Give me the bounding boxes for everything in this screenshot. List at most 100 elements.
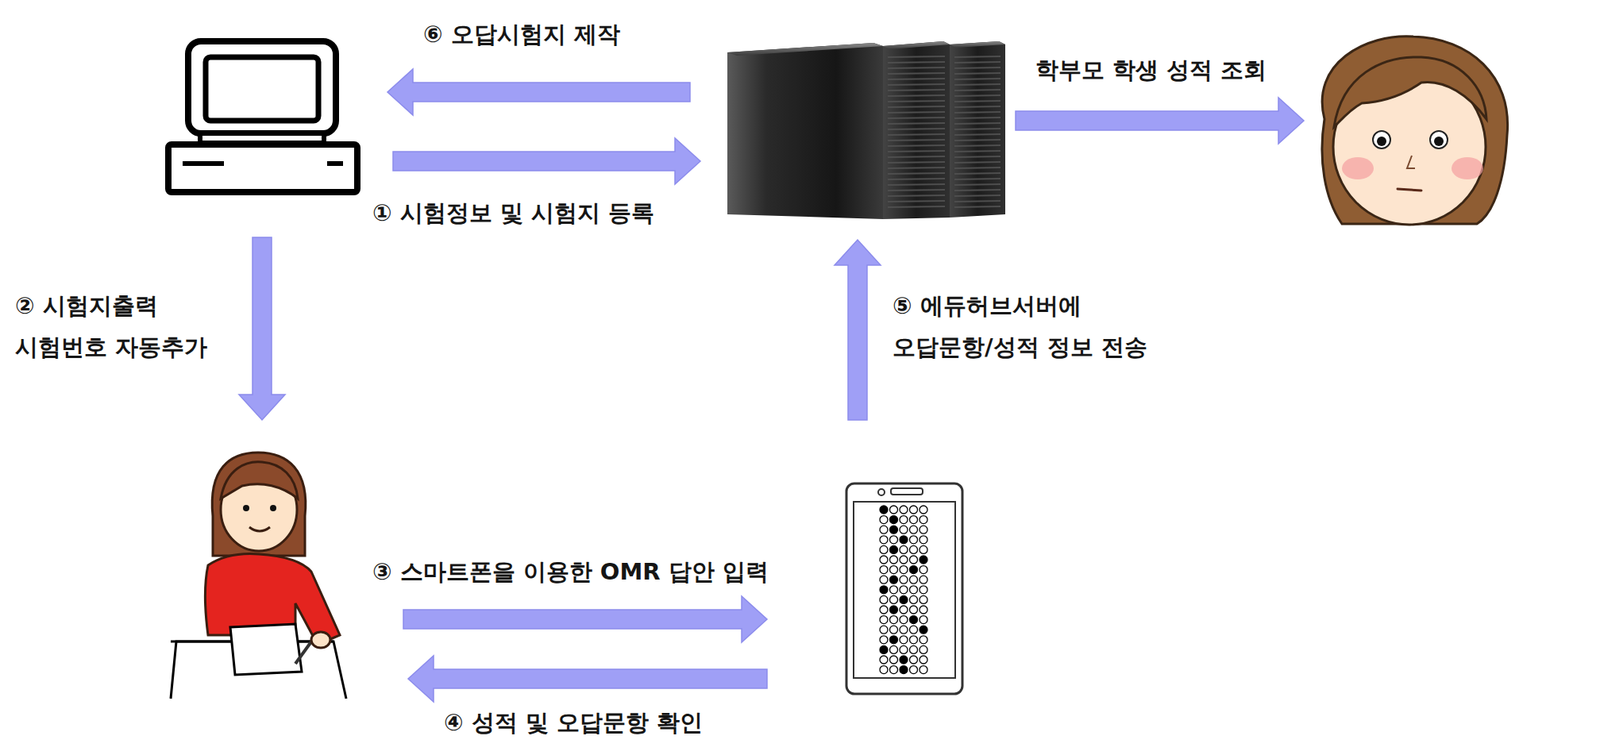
server-vents-part xyxy=(954,184,1001,186)
arrow-label: ⑤ 에듀허브서버에 오답문항/성적 정보 전송 xyxy=(892,285,1163,368)
omr-grid-part xyxy=(879,636,888,644)
student-figure xyxy=(170,452,347,699)
server-vents-part xyxy=(887,200,945,202)
server-vents-part xyxy=(887,78,945,80)
parent-face-part xyxy=(1434,136,1444,147)
omr-grid-part xyxy=(909,555,918,564)
server-vents-part xyxy=(954,73,1001,74)
omr-grid-part xyxy=(879,655,888,664)
server-icon-part xyxy=(949,41,1006,218)
omr-grid-part xyxy=(919,566,928,575)
omr-grid xyxy=(879,505,928,675)
server-vents-part xyxy=(887,189,945,191)
omr-grid-part xyxy=(919,586,928,594)
computer-icon xyxy=(168,41,358,193)
omr-grid-part xyxy=(899,595,908,604)
omr-grid-part xyxy=(919,645,928,654)
omr-grid-part xyxy=(899,566,908,575)
server-icon-part xyxy=(882,41,950,50)
parent-face-part xyxy=(1333,57,1487,128)
omr-grid-part xyxy=(919,666,928,675)
student-figure-part xyxy=(311,632,331,648)
omr-grid-part xyxy=(899,525,908,534)
omr-grid-part xyxy=(919,595,928,604)
parent-face-part xyxy=(1407,155,1415,169)
omr-grid-part xyxy=(909,645,918,654)
server-vents-part xyxy=(954,61,1001,63)
server-vents-part xyxy=(954,178,1001,180)
server-vents-part xyxy=(887,117,945,119)
server-vents-part xyxy=(887,100,945,102)
smartphone-omr-part xyxy=(846,483,963,694)
server-vents-part xyxy=(954,128,1001,130)
omr-grid-part xyxy=(879,645,888,654)
server-vents-part xyxy=(954,117,1001,119)
omr-grid-part xyxy=(890,566,899,575)
omr-grid-part xyxy=(909,535,918,544)
smartphone-omr-part xyxy=(890,488,923,495)
student-node xyxy=(168,448,347,702)
omr-grid-part xyxy=(899,666,908,675)
omr-grid-part xyxy=(879,595,888,604)
parent-face-part xyxy=(1430,131,1448,149)
server-vents-part xyxy=(954,173,1001,174)
omr-grid-part xyxy=(919,605,928,614)
omr-grid-part xyxy=(909,636,918,644)
omr-grid-part xyxy=(879,616,888,625)
omr-grid-part xyxy=(890,655,899,664)
flow-arrow xyxy=(408,655,768,702)
server-vents-part xyxy=(887,178,945,180)
flow-arrow xyxy=(834,239,881,421)
computer-node xyxy=(165,38,359,194)
server-vents-part xyxy=(954,89,1001,91)
omr-grid-part xyxy=(879,525,888,534)
omr-grid-part xyxy=(919,575,928,584)
server-vents-part xyxy=(954,167,1001,169)
omr-grid-part xyxy=(899,516,908,525)
flow-arrow xyxy=(1015,97,1304,144)
arrow-label: ① 시험정보 및 시험지 등록 xyxy=(372,196,655,229)
parent-face-part xyxy=(1322,36,1508,224)
server-vents-part xyxy=(887,89,945,91)
server-vents-part xyxy=(887,67,945,69)
omr-grid-part xyxy=(909,595,918,604)
omr-grid-part xyxy=(909,655,918,664)
omr-grid-part xyxy=(919,616,928,625)
omr-grid-part xyxy=(899,575,908,584)
server-vents-part xyxy=(954,67,1001,69)
server-icon-part xyxy=(882,41,950,220)
flow-arrow xyxy=(393,138,701,185)
omr-grid-part xyxy=(909,566,918,575)
computer-icon-part xyxy=(188,41,336,134)
omr-grid-part xyxy=(879,545,888,554)
arrow-label: ③ 스마트폰을 이용한 OMR 답안 입력 xyxy=(372,555,769,588)
omr-grid-part xyxy=(909,666,918,675)
server-vents-part xyxy=(887,173,945,174)
omr-grid-part xyxy=(879,516,888,525)
omr-grid-part xyxy=(899,616,908,625)
omr-grid-part xyxy=(899,645,908,654)
omr-grid-part xyxy=(899,625,908,634)
server-vents xyxy=(887,56,1001,208)
server-vents-part xyxy=(954,139,1001,141)
student-figure-part xyxy=(230,624,302,675)
server-vents-part xyxy=(887,167,945,169)
omr-grid-part xyxy=(919,555,928,564)
server-vents-part xyxy=(887,56,945,58)
omr-grid-part xyxy=(919,505,928,514)
omr-grid-part xyxy=(890,545,899,554)
server-vents-part xyxy=(887,184,945,186)
smartphone-omr xyxy=(846,483,963,694)
server-vents-part xyxy=(954,123,1001,124)
omr-grid-part xyxy=(879,566,888,575)
omr-grid-part xyxy=(890,595,899,604)
arrow-label: 학부모 학생 성적 조회 xyxy=(1035,53,1267,86)
parent-face xyxy=(1322,36,1508,225)
server-icon-part xyxy=(949,41,1006,48)
omr-grid-part xyxy=(909,545,918,554)
server-vents-part xyxy=(887,73,945,74)
student-figure-part xyxy=(220,462,298,499)
